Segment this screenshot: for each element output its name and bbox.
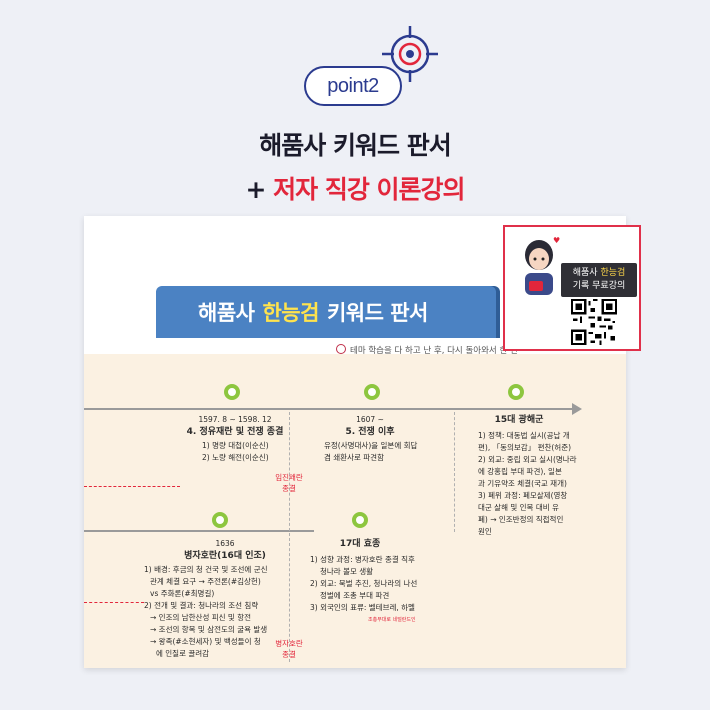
- divider-dashed-2: [454, 412, 455, 532]
- event-line: 2) 외교: 북벌 추진, 청나라의 나선: [310, 579, 418, 588]
- event-line: 3) 외국인의 표류: 벨테브레, 하멜: [310, 603, 415, 612]
- event-line: → 인조의 남한산성 피신 및 항전: [150, 613, 252, 622]
- event-line: 2) 외교: 중립 외교 실시(명나라: [478, 455, 577, 464]
- event-line: vs 주화론(#최명길): [150, 589, 215, 598]
- doc-note: 테마 학습을 다 하고 난 후, 다시 돌아와서 한 번: [336, 344, 518, 356]
- timeline-pin-icon: [352, 512, 368, 528]
- event-line: 1) 명량 대첩(이순신): [202, 441, 269, 450]
- promo-line1-yellow: 한능검: [600, 268, 626, 278]
- event-date: 1607 ~: [356, 415, 384, 424]
- cartoon-character-icon: ♥: [525, 236, 560, 295]
- event-line: → 왕족(#소현세자) 및 백성들이 청: [150, 637, 261, 646]
- timeline-pin-icon: [212, 512, 228, 528]
- event-line: 3) 폐위 과정: 폐모살제(영창: [478, 491, 568, 500]
- event-line: 청나라 볼모 생활: [320, 567, 374, 576]
- promo-label: 해품사 한능검 기록 무료강의: [561, 263, 637, 297]
- svg-text:♥: ♥: [553, 236, 560, 245]
- qr-code-icon[interactable]: [571, 299, 617, 345]
- promo-qr-card[interactable]: ♥ 해품사 한능검 기록 무료강의: [503, 225, 641, 351]
- divider-dashed-1: [289, 412, 290, 662]
- event-title: 병자호란(16대 인조): [184, 551, 266, 561]
- event-line: 관계 체결 요구 → 주전론(#김상헌): [150, 577, 261, 586]
- point-label: point2: [327, 74, 379, 97]
- headline-line2-text: 저자 직강 이론강의: [273, 175, 465, 204]
- side-label: 임진왜란 종결: [275, 473, 303, 493]
- event-line: 겸 쇄환사로 파견함: [324, 453, 384, 462]
- banner-part2: 한능검: [262, 301, 319, 325]
- event-date: 15대 광해군: [494, 415, 544, 425]
- red-dashed-line: [84, 602, 144, 603]
- timeline-arrow-icon: [572, 403, 582, 415]
- event-date: 1636: [215, 539, 235, 548]
- doc-banner: 해품사 한능검 키워드 판서: [156, 286, 496, 338]
- doc-note-text: 테마 학습을 다 하고 난 후, 다시 돌아와서 한 번: [350, 346, 518, 356]
- event-line: 과 기유약조 체결(국교 재개): [478, 479, 567, 488]
- timeline-pin-icon: [364, 384, 380, 400]
- headline-line-1: 해품사 키워드 판서: [0, 126, 710, 162]
- red-dashed-line: [84, 486, 180, 487]
- timeline-line-2: [84, 530, 314, 532]
- event-line: 대군 살해 및 인목 대비 유: [478, 503, 559, 512]
- event-line: 원인: [478, 527, 492, 536]
- promo-line1-white: 해품사: [572, 268, 598, 278]
- event-title: 5. 전쟁 이후: [345, 427, 395, 437]
- event-line: 편), 「동의보감」 편찬(허준): [478, 443, 572, 452]
- timeline-line-1: [84, 408, 574, 410]
- banner-part1: 해품사: [198, 301, 255, 325]
- event-title: 4. 정유재란 및 전쟁 종결: [186, 427, 284, 437]
- event-line: 정벌에 조총 부대 파견: [320, 591, 390, 600]
- event-line: 에 인질로 끌려감: [156, 649, 210, 658]
- headline-plus: +: [245, 175, 274, 204]
- event-line: 2) 전개 및 결과: 청나라의 조선 침략: [144, 601, 259, 610]
- banner-part3: 키워드 판서: [326, 301, 428, 325]
- header-area: point2 해품사 키워드 판서 + 저자 직강 이론강의: [0, 0, 710, 210]
- event-line: → 조선의 항복 및 삼전도의 굴욕 발생: [150, 625, 268, 634]
- timeline-pin-icon: [224, 384, 240, 400]
- timeline-pin-icon: [508, 384, 524, 400]
- check-circle-icon: [336, 344, 346, 354]
- point-badge: point2: [304, 66, 402, 106]
- event-line: 1) 성향 과정: 병자호란 종결 직후: [310, 555, 415, 564]
- event-line: 1) 배경: 후금의 청 건국 및 조선에 군신: [144, 565, 268, 574]
- event-date: 17대 효종: [339, 539, 381, 549]
- event-line: 에 강홍립 부대 파견), 일본: [478, 467, 562, 476]
- headline-line-2: + 저자 직강 이론강의: [0, 170, 710, 206]
- event-line: 유정(사명대사)을 일본에 회답: [324, 441, 418, 450]
- event-line: 1) 정책: 대동법 실시(공납 개: [478, 431, 570, 440]
- event-line: 폐) → 인조반정의 직접적인: [478, 515, 564, 524]
- promo-line2: 기록 무료강의: [572, 281, 626, 291]
- event-date: 1597. 8 ~ 1598. 12: [198, 415, 272, 424]
- small-note: 조총부대로 네덜란드인: [368, 617, 416, 623]
- event-line: 2) 노량 해전(이순신): [202, 453, 269, 462]
- headline-line1-text: 해품사 키워드 판서: [259, 131, 451, 160]
- side-label: 병자호란 종결: [275, 639, 303, 659]
- target-crosshair-icon: [382, 26, 438, 82]
